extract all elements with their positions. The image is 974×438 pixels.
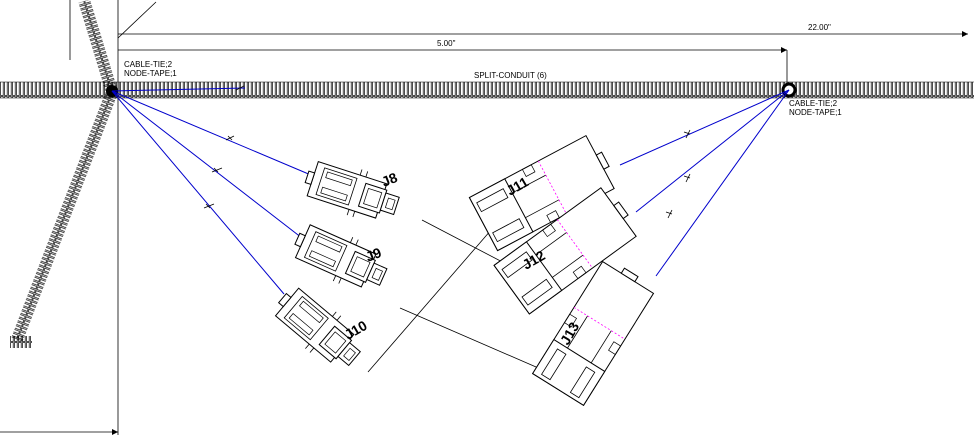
diagonal-conduit (10, 0, 118, 348)
conduit-label: SPLIT-CONDUIT (6) (474, 71, 547, 80)
connector-j8 (299, 153, 405, 230)
left-node-note-1: CABLE-TIE;2 (124, 60, 173, 69)
overall-length-dim: 22.00" (808, 23, 831, 32)
branch-length-dim: 5.00" (437, 39, 456, 48)
label-j9: J9 (363, 244, 384, 265)
left-node-note-2: NODE-TAPE;1 (124, 69, 177, 78)
wire-marks (203, 85, 691, 219)
label-j8: J8 (379, 169, 400, 190)
branch-wires (111, 87, 790, 295)
right-node-note-1: CABLE-TIE;2 (789, 99, 838, 108)
right-node-note-2: NODE-TAPE;1 (789, 108, 842, 117)
